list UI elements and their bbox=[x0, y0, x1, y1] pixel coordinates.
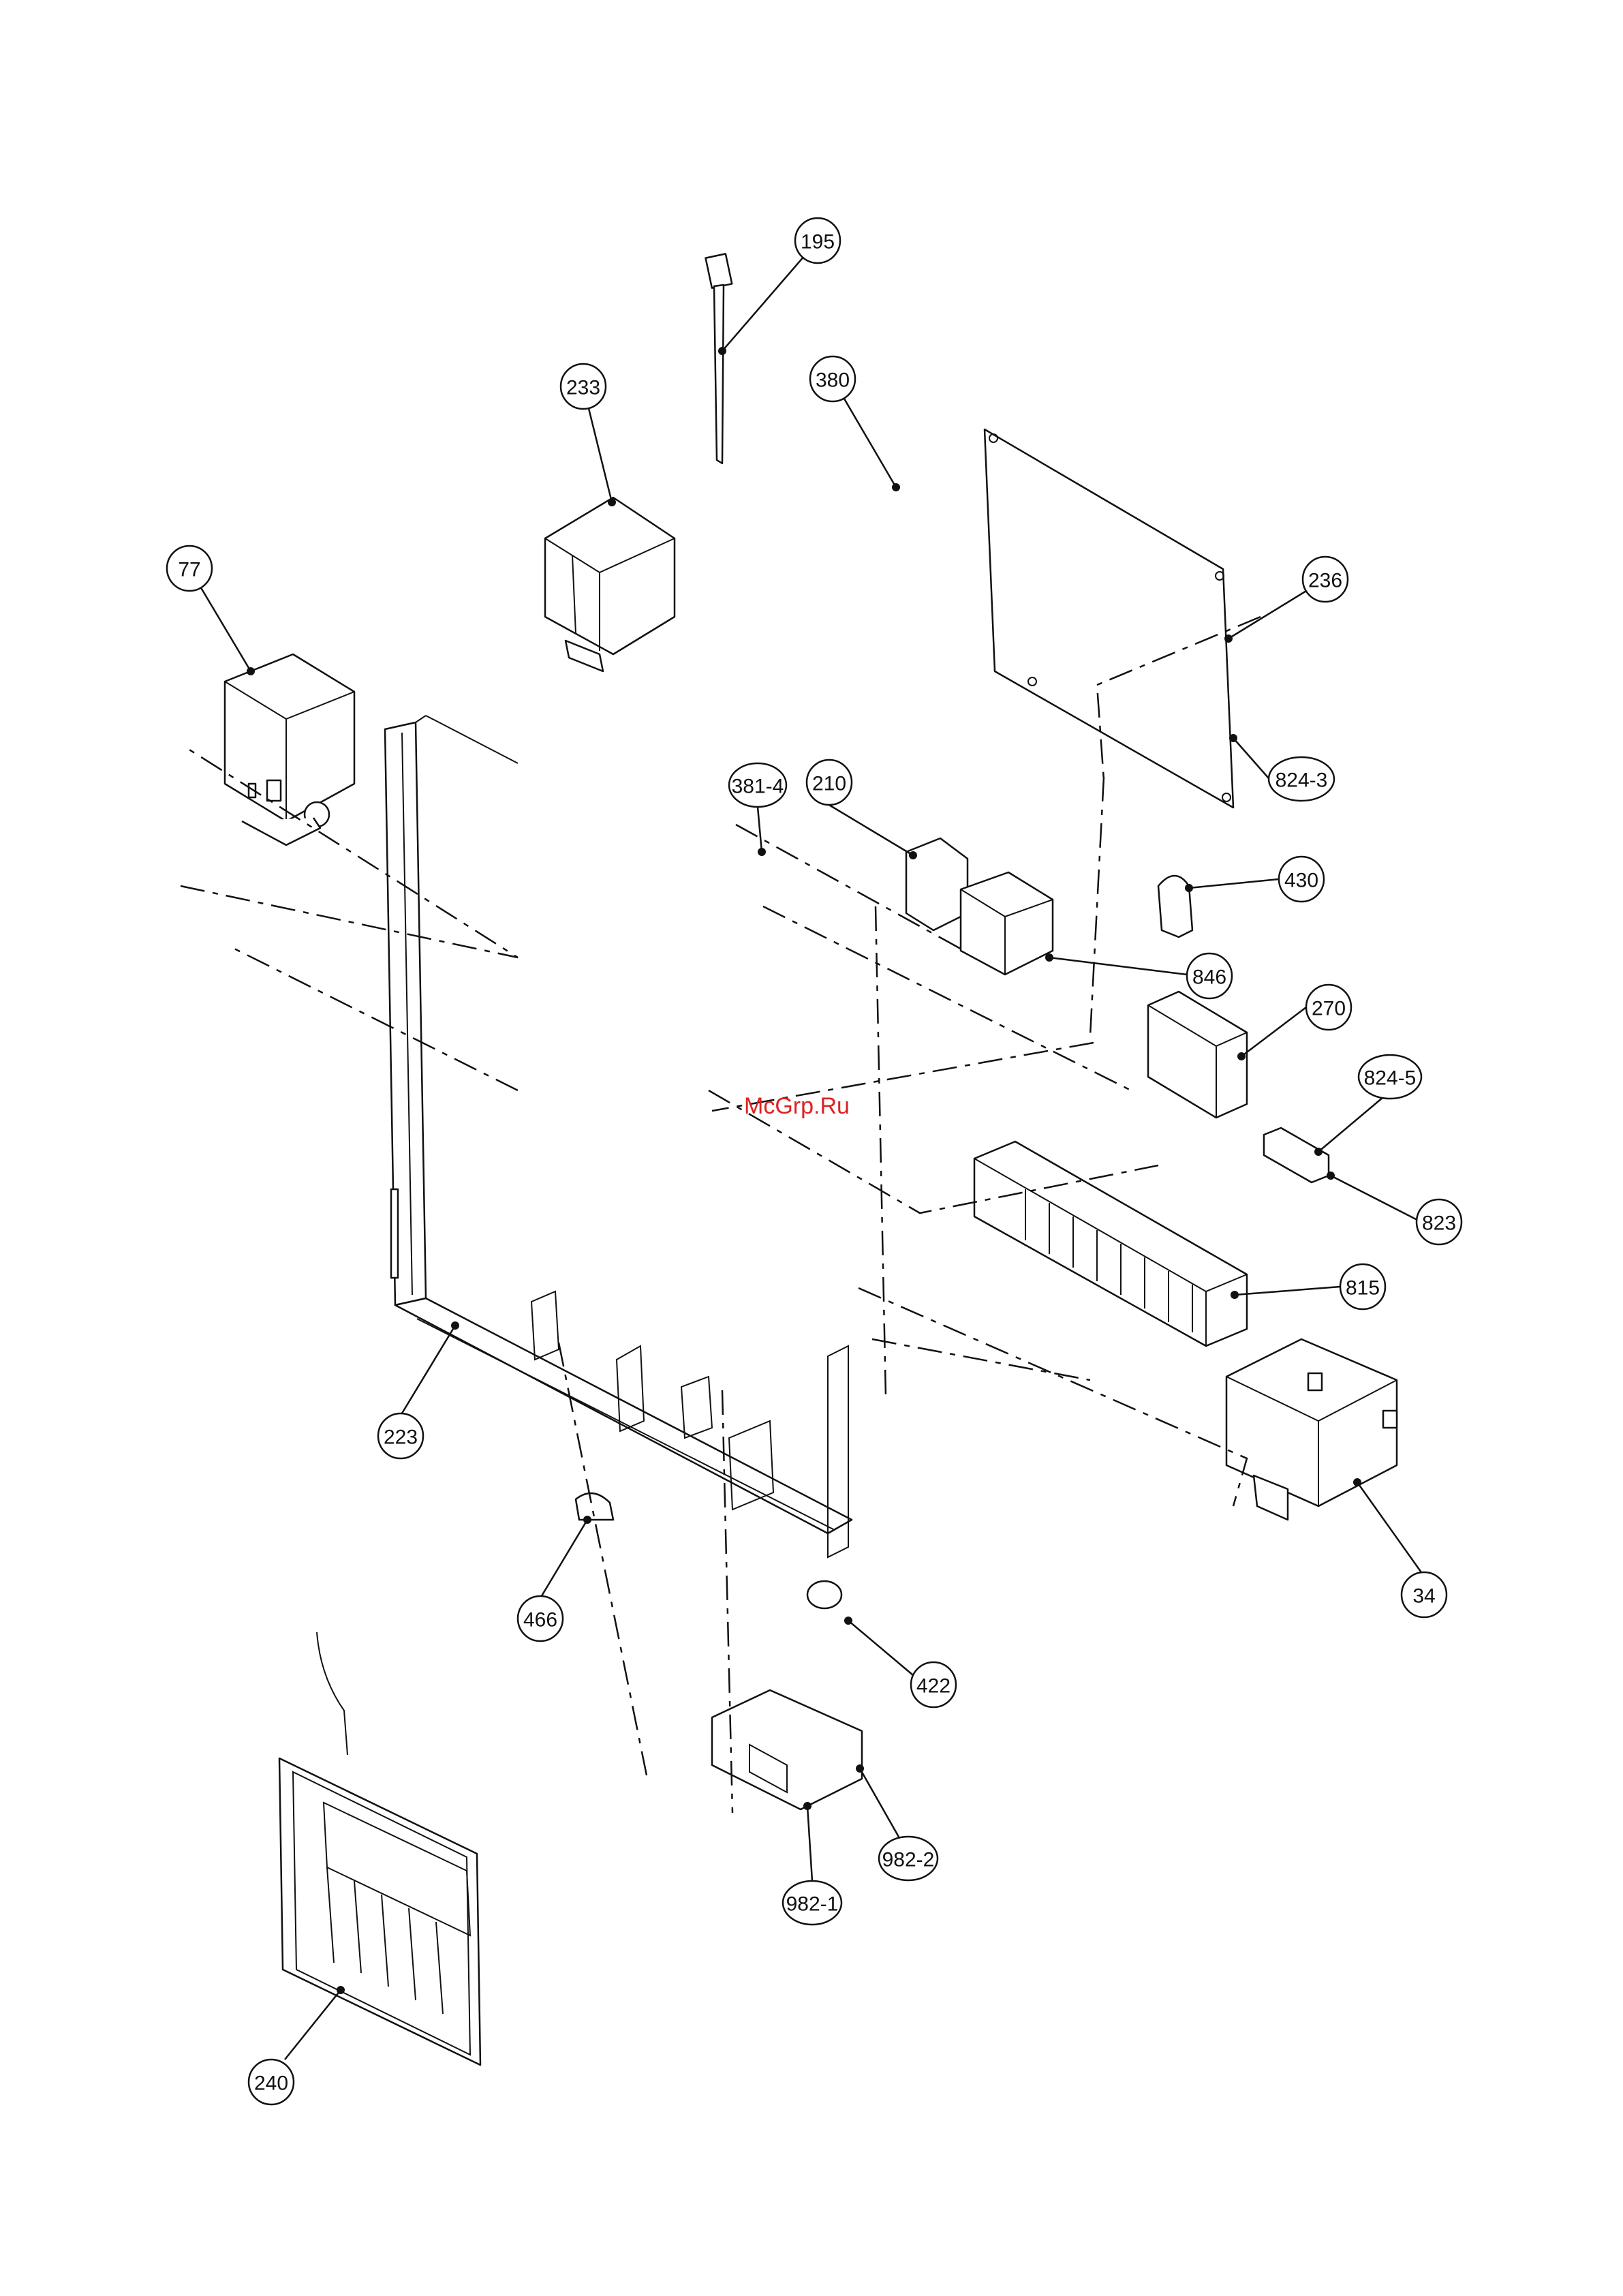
callout-824-3: 824-3 bbox=[1229, 734, 1334, 801]
control-panel-part bbox=[279, 1632, 480, 2065]
callout-label: 381-4 bbox=[732, 776, 784, 798]
callout-label: 846 bbox=[1192, 966, 1226, 989]
callout-label: 195 bbox=[801, 231, 835, 254]
callout-label: 236 bbox=[1308, 570, 1342, 592]
callout-label: 233 bbox=[566, 377, 600, 399]
filter-box-part bbox=[225, 654, 354, 845]
pcb-board-part bbox=[985, 429, 1233, 808]
relay-bracket-part bbox=[906, 838, 1053, 975]
watermark-text: McGrp.Ru bbox=[744, 1093, 850, 1119]
clamp-422-part bbox=[807, 1581, 841, 1608]
callout-422: 422 bbox=[844, 1617, 956, 1707]
callout-846: 846 bbox=[1045, 953, 1232, 998]
callout-223: 223 bbox=[378, 1321, 459, 1458]
callout-label: 380 bbox=[816, 369, 850, 392]
callout-466: 466 bbox=[518, 1516, 591, 1641]
callout-label: 270 bbox=[1312, 998, 1346, 1020]
callout-824-5: 824-5 bbox=[1314, 1055, 1421, 1156]
callout-label: 982-1 bbox=[786, 1893, 839, 1916]
callout-label: 240 bbox=[254, 2072, 288, 2095]
callout-label: 210 bbox=[812, 773, 846, 795]
transformer-part bbox=[545, 498, 675, 671]
control-module-part bbox=[1148, 992, 1247, 1118]
component-box-part bbox=[1226, 1339, 1397, 1520]
callout-label: 815 bbox=[1346, 1277, 1380, 1300]
callout-823: 823 bbox=[1327, 1172, 1462, 1244]
callout-label: 77 bbox=[178, 559, 200, 581]
callout-210: 210 bbox=[807, 760, 917, 859]
callout-982-2: 982-2 bbox=[856, 1764, 938, 1880]
callout-236: 236 bbox=[1224, 557, 1348, 643]
callout-380: 380 bbox=[810, 356, 900, 491]
terminal-strip-part bbox=[712, 1690, 862, 1809]
callout-label: 430 bbox=[1284, 870, 1318, 892]
callout-label: 34 bbox=[1412, 1585, 1435, 1608]
callout-label: 223 bbox=[384, 1426, 418, 1449]
callout-381-4: 381-4 bbox=[729, 763, 786, 856]
callout-240: 240 bbox=[249, 1986, 345, 2104]
callout-77: 77 bbox=[167, 546, 255, 675]
callout-34: 34 bbox=[1353, 1478, 1447, 1617]
callout-label: 466 bbox=[523, 1609, 557, 1632]
cable-tie-part bbox=[706, 254, 732, 463]
callout-270: 270 bbox=[1237, 985, 1351, 1060]
callout-233: 233 bbox=[561, 364, 616, 506]
chassis-frame-part bbox=[385, 716, 852, 1557]
callout-195: 195 bbox=[718, 218, 840, 355]
callout-label: 823 bbox=[1422, 1212, 1456, 1235]
callout-label: 824-5 bbox=[1364, 1067, 1417, 1090]
callout-430: 430 bbox=[1185, 857, 1324, 902]
callout-label: 982-2 bbox=[882, 1849, 935, 1871]
callout-815: 815 bbox=[1231, 1264, 1385, 1309]
callout-label: 824-3 bbox=[1276, 769, 1328, 792]
terminal-block-part bbox=[974, 1142, 1247, 1346]
callout-label: 422 bbox=[916, 1675, 950, 1698]
callout-982-1: 982-1 bbox=[783, 1802, 841, 1925]
